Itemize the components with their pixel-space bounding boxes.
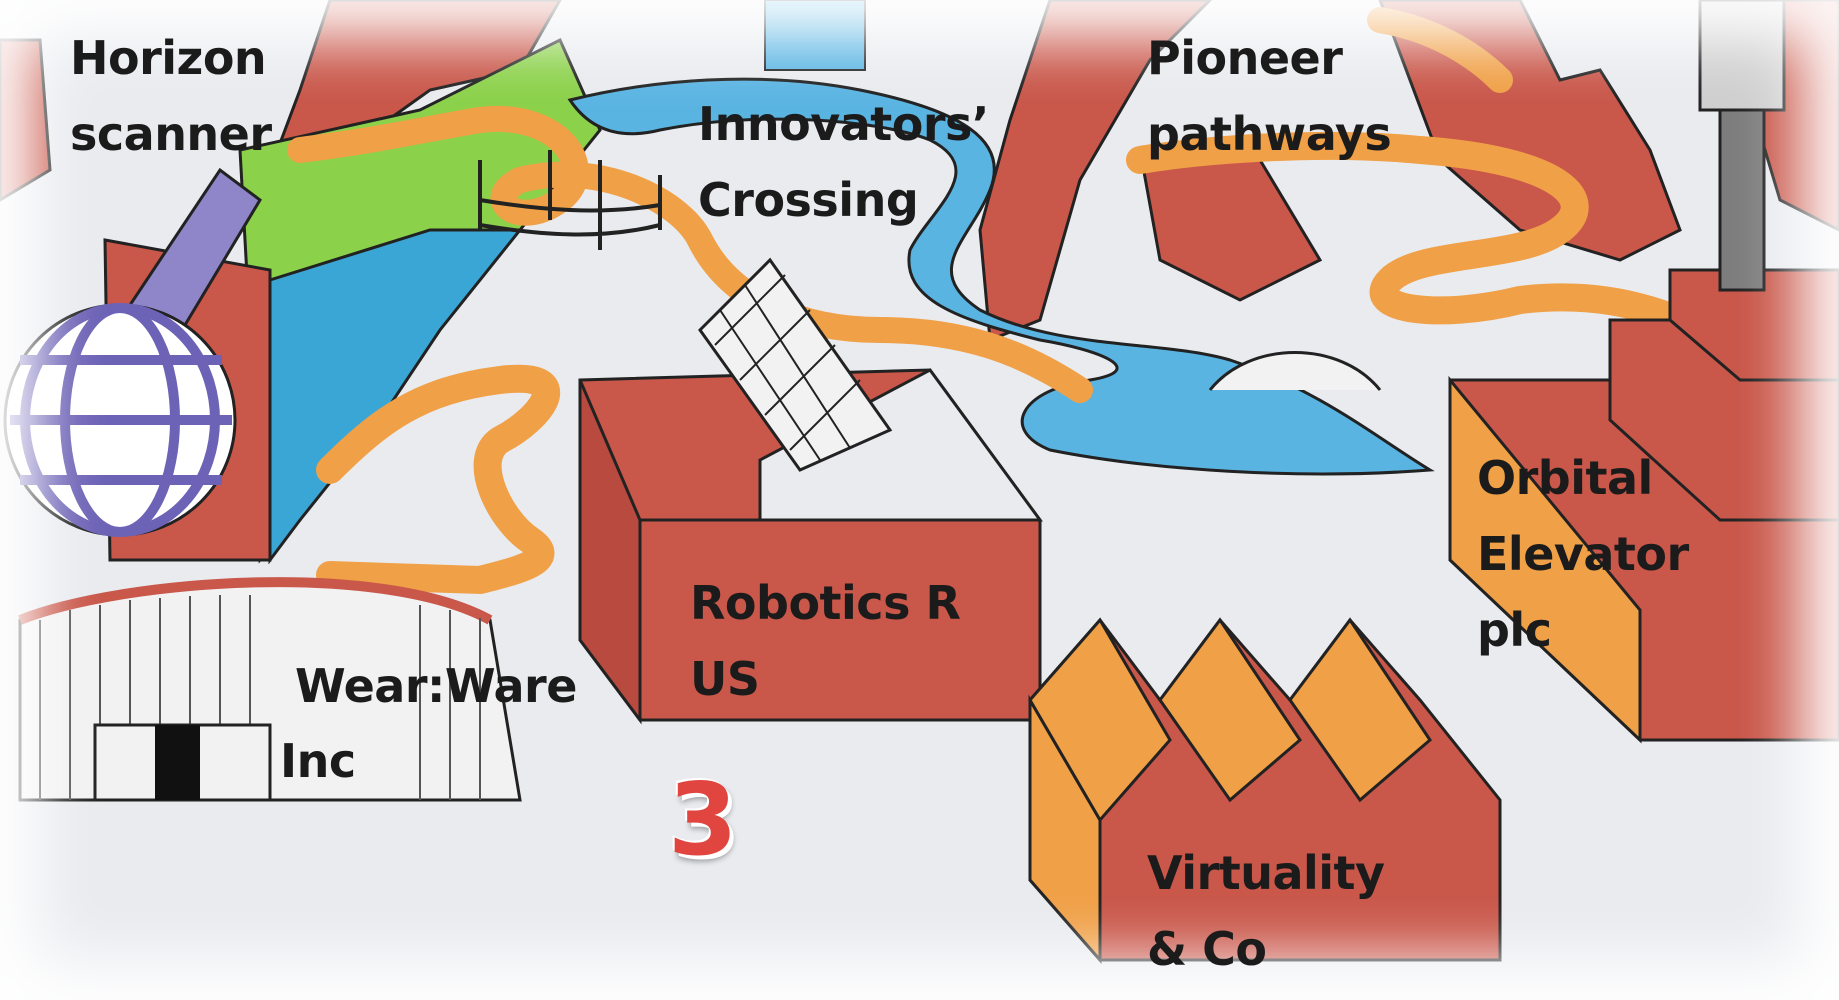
label-wear-ware: Wear:Ware: [295, 659, 577, 713]
rope-bridge: [478, 150, 662, 250]
waterfall-top: [764, 0, 866, 71]
hangar-door-opening: [155, 725, 200, 800]
label-pioneer-pathways: Pioneer pathways: [1147, 31, 1392, 161]
label-robotics-r-us: Robotics R US: [690, 576, 961, 706]
orbital-tower: [1718, 108, 1766, 292]
path-lower-left: [316, 364, 560, 595]
cliff-center: [978, 0, 1213, 343]
label-orbital-elevator: Orbital Elevator plc: [1477, 451, 1689, 657]
cliff-right: [1378, 0, 1682, 262]
virtuality-roof-1: [1028, 617, 1172, 823]
robotics-side: [578, 379, 642, 725]
cliff-right-lower: [1138, 148, 1323, 302]
label-horizon-scanner: Horizon scanner: [70, 31, 272, 161]
virtuality-roof-2: [1158, 617, 1302, 803]
page-number: 3: [668, 761, 738, 878]
path-upper: [287, 105, 893, 343]
orbital-tower-top: [1698, 0, 1786, 112]
virtuality-roof-3: [1288, 617, 1432, 803]
orbital-side: [1448, 375, 1642, 744]
path-top-right: [1367, 7, 1513, 93]
river: [567, 77, 1435, 476]
label-innovators-crossing: Innovators’ Crossing: [698, 97, 989, 227]
label-wear-ware-inc: Inc: [280, 734, 356, 788]
solar-grid: [714, 274, 861, 461]
orbital-top-block: [1668, 268, 1839, 382]
arch-bridge: [1208, 351, 1382, 391]
label-virtuality-co: Virtuality & Co: [1147, 846, 1385, 976]
hangar-roof-edge: [18, 577, 493, 625]
edge-building-left: [0, 38, 52, 202]
globe-grid: [10, 303, 232, 537]
path-middle: [867, 317, 1093, 403]
path-right: [1126, 131, 1714, 344]
